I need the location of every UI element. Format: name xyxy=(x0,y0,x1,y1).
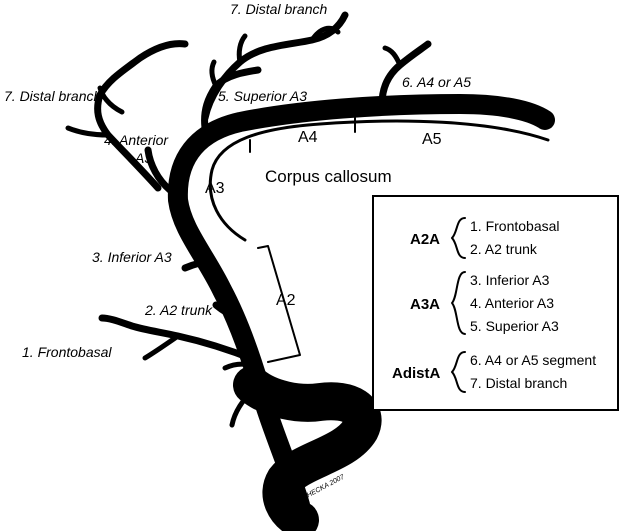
legend-item: 1. Frontobasal xyxy=(470,218,560,234)
label-inferior-a3: 3. Inferior A3 xyxy=(92,249,172,265)
legend-item: 7. Distal branch xyxy=(470,375,567,391)
label-seg-a5: A5 xyxy=(422,131,442,148)
legend-item: 4. Anterior A3 xyxy=(470,295,554,311)
legend-item: 5. Superior A3 xyxy=(470,318,559,334)
proximal-vessel xyxy=(222,361,382,531)
legend-brace-a3a xyxy=(451,271,466,335)
label-seg-a2: A2 xyxy=(276,292,296,309)
legend-brace-adista xyxy=(451,351,466,393)
label-frontobasal: 1. Frontobasal xyxy=(22,344,112,360)
label-corpus-callosum: Corpus callosum xyxy=(265,167,392,186)
label-distal-branch-top: 7. Distal branch xyxy=(230,1,327,17)
legend-heading-a3a: A3A xyxy=(410,296,440,313)
legend: A2A 1. Frontobasal 2. A2 trunk A3A 3. In… xyxy=(372,195,619,411)
label-a4-or-a5: 6. A4 or A5 xyxy=(402,74,471,90)
label-a2-trunk: 2. A2 trunk xyxy=(144,302,213,318)
legend-frame xyxy=(372,195,619,411)
label-anterior-a3-line2: A3 xyxy=(134,150,152,166)
label-anterior-a3-line1: 4. Anterior xyxy=(104,132,169,148)
legend-item: 2. A2 trunk xyxy=(470,241,538,257)
label-seg-a3: A3 xyxy=(205,180,225,197)
legend-heading-a2a: A2A xyxy=(410,231,440,248)
legend-item: 6. A4 or A5 segment xyxy=(470,352,596,368)
label-superior-a3: 5. Superior A3 xyxy=(218,88,307,104)
label-seg-a4: A4 xyxy=(298,129,318,146)
legend-brace-a2a xyxy=(451,217,466,259)
corpus-callosum-outline xyxy=(208,117,550,242)
legend-item: 3. Inferior A3 xyxy=(470,272,550,288)
legend-heading-adista: AdistA xyxy=(392,365,441,382)
branches xyxy=(65,11,432,364)
a2-segment-box xyxy=(257,245,301,363)
label-distal-branch-left: 7. Distal branch xyxy=(4,88,101,104)
